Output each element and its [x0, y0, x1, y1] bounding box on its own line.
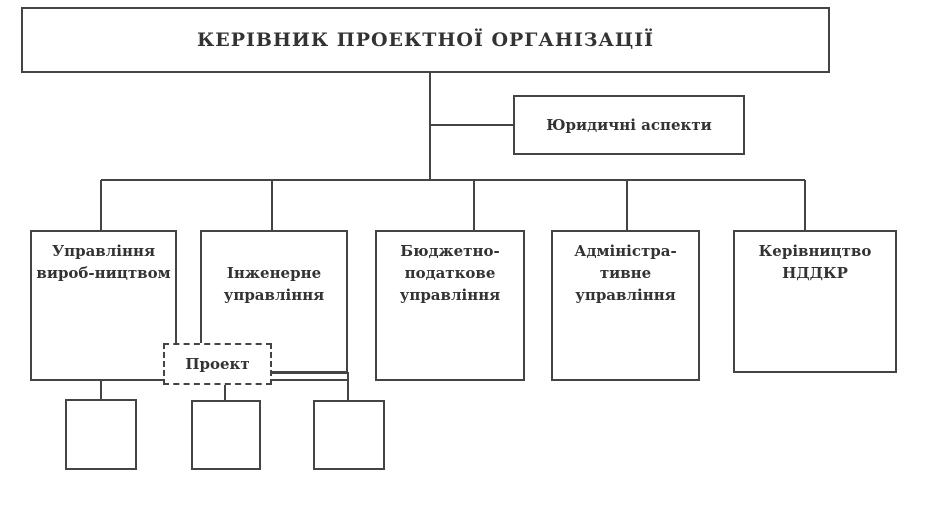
- sub-box-2: [191, 400, 261, 470]
- dept-label: Керівництво НДДКР: [758, 242, 872, 282]
- project-box: Проект: [163, 343, 272, 385]
- dept-label: Бюджетно-податкове управління: [399, 242, 501, 304]
- dept-label: Адміністра-тивне управління: [574, 242, 677, 304]
- dept-rnd-box: Керівництво НДДКР: [733, 230, 897, 373]
- sub-box-1: [65, 399, 137, 470]
- legal-label: Юридичні аспекти: [546, 116, 712, 134]
- sub-box-3: [313, 400, 385, 470]
- dept-admin-box: Адміністра-тивне управління: [551, 230, 700, 381]
- dept-production-box: Управління вироб-ництвом: [30, 230, 177, 381]
- legal-aspects-box: Юридичні аспекти: [513, 95, 745, 155]
- project-label: Проект: [185, 355, 250, 373]
- dept-budget-box: Бюджетно-податкове управління: [375, 230, 525, 381]
- dept-label: Інженерне управління: [223, 264, 325, 304]
- head-label: КЕРІВНИК ПРОЕКТНОЇ ОРГАНІЗАЦІЇ: [196, 29, 655, 51]
- head-box: КЕРІВНИК ПРОЕКТНОЇ ОРГАНІЗАЦІЇ: [21, 7, 830, 73]
- dept-label: Управління вироб-ництвом: [36, 242, 171, 282]
